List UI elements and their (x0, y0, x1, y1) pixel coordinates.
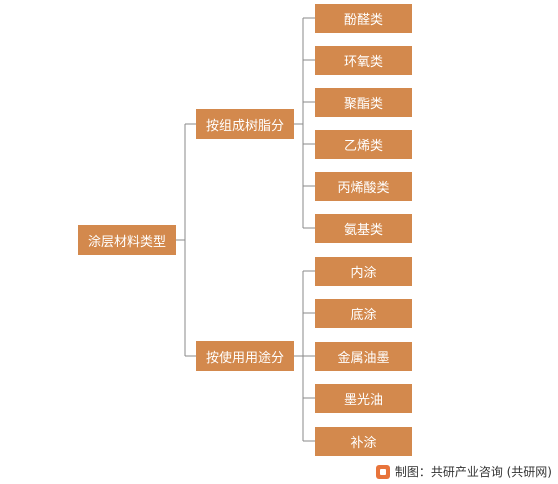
root-node: 涂层材料类型 (78, 225, 176, 255)
leaf-node: 金属油墨 (315, 342, 412, 371)
leaf-node: 酚醛类 (315, 4, 412, 33)
source-text: 制图：共研产业咨询 (共研网) (394, 465, 552, 479)
leaf-node: 补涂 (315, 427, 412, 456)
leaf-node: 乙烯类 (315, 130, 412, 159)
leaf-node: 底涂 (315, 299, 412, 328)
brand-logo-icon (375, 464, 390, 479)
branch-node-resin: 按组成树脂分 (196, 109, 294, 139)
leaf-node: 丙烯酸类 (315, 172, 412, 201)
leaf-node: 环氧类 (315, 46, 412, 75)
leaf-node: 聚酯类 (315, 88, 412, 117)
source-credit: 制图：共研产业咨询 (共研网) (375, 463, 552, 480)
leaf-node: 墨光油 (315, 384, 412, 413)
branch-node-usage: 按使用用途分 (196, 341, 294, 371)
leaf-node: 氨基类 (315, 214, 412, 243)
leaf-node: 内涂 (315, 257, 412, 286)
